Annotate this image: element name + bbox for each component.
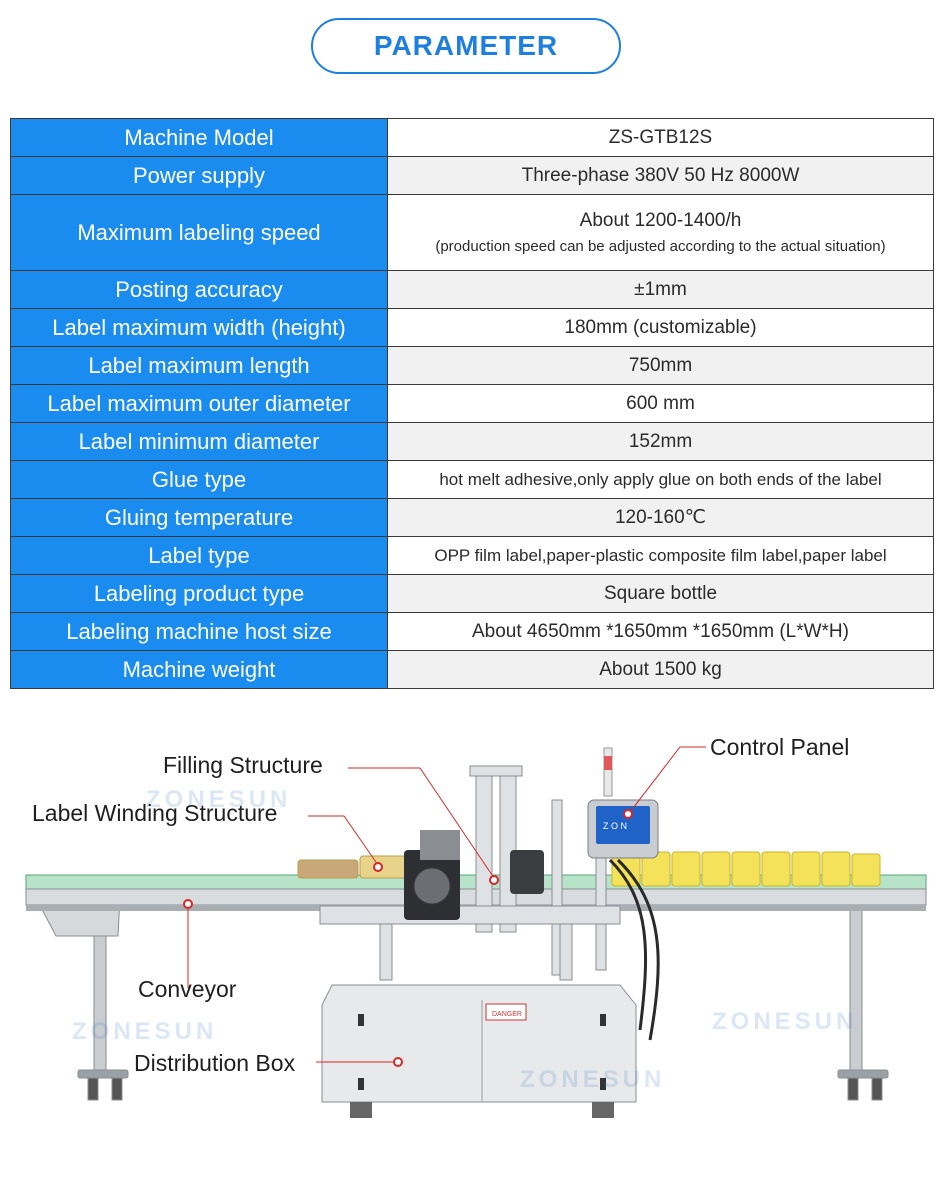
param-value: 180mm (customizable) (387, 308, 934, 347)
param-key: Posting accuracy (10, 270, 388, 309)
control-panel: Z O N (587, 799, 659, 859)
watermark: ZONESUN (146, 786, 292, 813)
param-key: Label maximum length (10, 346, 388, 385)
label-roll (404, 830, 460, 920)
callout-filling-structure: Filling Structure (163, 752, 323, 778)
table-row: Labeling product type Square bottle (10, 574, 934, 613)
callout-label-winding-structure: Label Winding Structure (32, 800, 278, 826)
param-value: ZS-GTB12S (387, 118, 934, 157)
control-panel-screen-text: Z O N (603, 821, 627, 831)
table-row: Posting accuracy ±1mm (10, 270, 934, 309)
parameter-table: Machine Model ZS-GTB12S Power supply Thr… (10, 118, 934, 689)
callout-dots (183, 809, 633, 1067)
param-key: Gluing temperature (10, 498, 388, 537)
callout-distribution-box: Distribution Box (134, 1050, 296, 1076)
machine-illustration: Z O N DANGER (25, 746, 927, 1118)
callout-control-panel: Control Panel (710, 734, 850, 760)
param-value: About 4650mm *1650mm *1650mm (L*W*H) (387, 612, 934, 651)
param-key: Label type (10, 536, 388, 575)
param-value: ±1mm (387, 270, 934, 309)
param-value: OPP film label,paper-plastic composite f… (387, 536, 934, 575)
param-value: 750mm (387, 346, 934, 385)
table-row: Label maximum width (height) 180mm (cust… (10, 308, 934, 347)
table-row: Label maximum length 750mm (10, 346, 934, 385)
param-key: Label maximum width (height) (10, 308, 388, 347)
table-row: Machine weight About 1500 kg (10, 650, 934, 689)
table-row: Glue type hot melt adhesive,only apply g… (10, 460, 934, 499)
table-row: Gluing temperature 120-160℃ (10, 498, 934, 537)
param-value: 600 mm (387, 384, 934, 423)
callout-conveyor: Conveyor (138, 976, 237, 1002)
table-row: Label type OPP film label,paper-plastic … (10, 536, 934, 575)
page-title: PARAMETER (311, 18, 621, 74)
danger-sign-text: DANGER (492, 1011, 522, 1018)
callout-leaders (187, 746, 706, 1063)
param-key: Power supply (10, 156, 388, 195)
param-key: Maximum labeling speed (10, 194, 388, 271)
watermark: ZONESUN (72, 1018, 218, 1045)
table-row: Power supply Three-phase 380V 50 Hz 8000… (10, 156, 934, 195)
param-key: Machine Model (10, 118, 388, 157)
table-row: Maximum labeling speed About 1200-1400/h… (10, 194, 934, 271)
param-key: Glue type (10, 460, 388, 499)
param-value: 120-160℃ (387, 498, 934, 537)
param-value: About 1500 kg (387, 650, 934, 689)
param-value-note: (production speed can be adjusted accord… (435, 238, 886, 255)
param-key: Label minimum diameter (10, 422, 388, 461)
watermark: ZONESUN (712, 1008, 858, 1035)
table-row: Label minimum diameter 152mm (10, 422, 934, 461)
param-value-main: About 1200-1400/h (579, 210, 742, 231)
machine-frame (319, 765, 621, 981)
watermark: ZONESUN (520, 1066, 666, 1093)
param-value: Square bottle (387, 574, 934, 613)
param-key: Machine weight (10, 650, 388, 689)
param-value: hot melt adhesive,only apply glue on bot… (387, 460, 934, 499)
table-row: Labeling machine host size About 4650mm … (10, 612, 934, 651)
table-row: Machine Model ZS-GTB12S (10, 118, 934, 157)
param-value: Three-phase 380V 50 Hz 8000W (387, 156, 934, 195)
param-value: 152mm (387, 422, 934, 461)
table-row: Label maximum outer diameter 600 mm (10, 384, 934, 423)
param-key: Label maximum outer diameter (10, 384, 388, 423)
param-value: About 1200-1400/h (production speed can … (387, 194, 934, 271)
bottles (611, 849, 881, 887)
conveyor-legs (77, 904, 889, 1101)
param-key: Labeling product type (10, 574, 388, 613)
param-key: Labeling machine host size (10, 612, 388, 651)
distribution-box: DANGER (321, 984, 637, 1118)
